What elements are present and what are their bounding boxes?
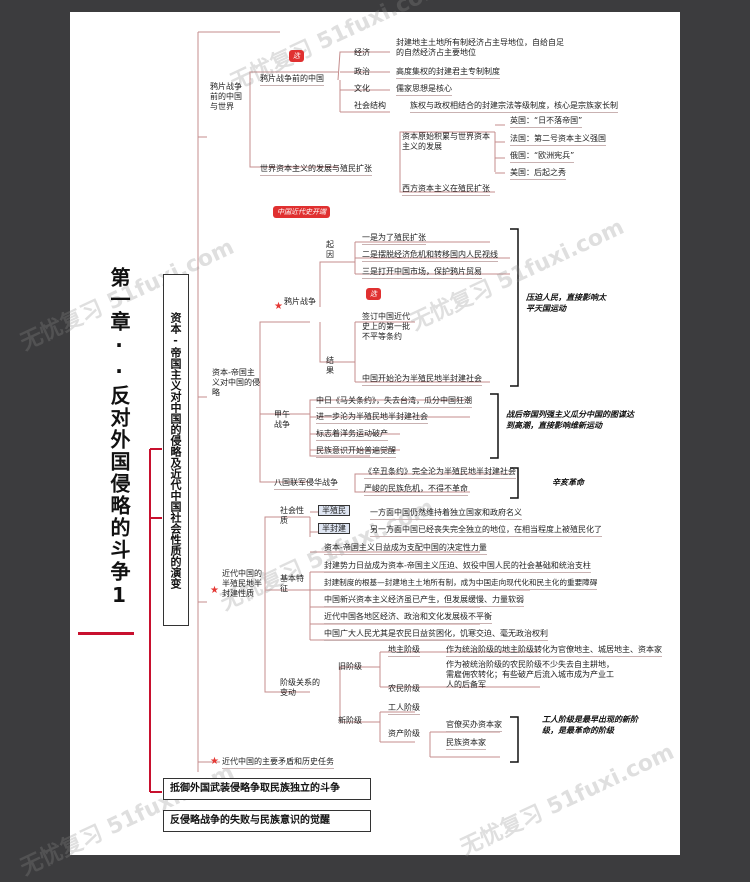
- connector-lines: [149, 31, 540, 793]
- b3-landlord: 地主阶级: [388, 645, 420, 657]
- tag-select: 选: [366, 288, 381, 300]
- note-taiping: 压迫人民，直接影响太平天国运动: [526, 293, 606, 313]
- b2-cause: 起因: [326, 240, 334, 259]
- b2-s4: 民族意识开始普遍觉醒: [316, 446, 396, 458]
- b3-semifeu: 半封建: [318, 523, 350, 534]
- b3-bourg: 资产阶级: [388, 729, 420, 738]
- note-reform: 战后帝国列强主义瓜分中国的图谋达到高潮，直接影响维新运动: [506, 410, 634, 430]
- branch1-label: 鸦片战争前的中国与世界: [210, 82, 242, 111]
- b1-politics-txt: 高度集权的封建君主专制制度: [396, 67, 500, 79]
- mindmap-page: 无忧复习 51fuxi.com 无忧复习 51fuxi.com 无忧复习 51f…: [17, 0, 680, 881]
- b3-semicol-txt: 一方面中国仍然维持着独立国家和政府名义: [370, 508, 522, 520]
- b1-sub2: 世界资本主义的发展与殖民扩张: [260, 164, 372, 176]
- b3-semicol: 半殖民: [318, 505, 350, 516]
- section-box-3: 反侵略战争的失败与民族意识的觉醒: [163, 810, 371, 832]
- b3-farmer: 农民阶级: [388, 684, 420, 693]
- b3-f6: 中国广大人民尤其是农民日益贫困化，饥寒交迫、毫无政治权利: [324, 629, 548, 641]
- b3-landlord-txt: 作为统治阶级的地主阶级转化为官僚地主、城居地主、资本家: [446, 645, 662, 657]
- b2-s3: 标志着洋务运动破产: [316, 429, 388, 441]
- b2-sino: 甲午战争: [274, 410, 290, 429]
- star-icon: ★: [274, 301, 283, 312]
- b2-s2: 进一步沦为半殖民地半封建社会: [316, 412, 428, 424]
- b1-west: 西方资本主义在殖民扩张: [402, 184, 490, 196]
- b2-c3: 三是打开中国市场，保护鸦片贸易: [362, 267, 482, 279]
- section-box-main: 资本-帝国主义对中国的侵略及近代中国社会性质的演变: [163, 274, 189, 626]
- b3-semifeu-txt: 另一方面中国已经丧失完全独立的地位，在相当程度上被殖民化了: [370, 525, 602, 537]
- tag-modern-history-start: 中国近代史开端: [273, 206, 330, 218]
- star-icon: ★: [210, 585, 219, 596]
- b1-sub1: 鸦片战争前的中国: [260, 74, 324, 86]
- b2-opium: 鸦片战争: [284, 297, 316, 306]
- b2-c1: 一是为了殖民扩张: [362, 233, 426, 245]
- b1-uk: 英国：“日不落帝国”: [510, 116, 583, 128]
- b3-basic: 基本特征: [280, 574, 304, 593]
- b3-f4: 中国新兴资本主义经济虽已产生，但发展缓慢、力量软弱: [324, 595, 524, 607]
- b3-f2: 封建势力日益成为资本-帝国主义压迫、奴役中国人民的社会基础和统治支柱: [324, 561, 591, 573]
- b2-c2: 二是摆脱经济危机和转移国内人民视线: [362, 250, 498, 262]
- b3-new: 新阶级: [338, 716, 362, 725]
- b3-worker: 工人阶级: [388, 703, 420, 715]
- branch2-label: 资本-帝国主义对中国的侵略: [212, 368, 260, 397]
- b3-f5: 近代中国各地区经济、政治和文化发展极不平衡: [324, 612, 492, 624]
- b2-s1: 中日《马关条约》，失去台湾，瓜分中国狂潮: [316, 396, 472, 408]
- b3-national: 民族资本家: [446, 738, 486, 750]
- b3-nature: 社会性质: [280, 506, 304, 525]
- b1-social: 社会结构: [354, 101, 386, 110]
- b3-class: 阶级关系的变动: [280, 678, 320, 697]
- b1-ru: 俄国：“欧洲宪兵”: [510, 151, 575, 163]
- b1-us: 美国：后起之秀: [510, 168, 566, 180]
- note-workers: 工人阶级是最早出现的新阶级，是最革命的阶级: [542, 715, 638, 735]
- b3-semicol-label: 半殖民: [318, 505, 350, 516]
- b1-culture-txt: 儒家思想是核心: [396, 84, 452, 96]
- b2-bx1: 《辛丑条约》完全沦为半殖民地半封建社会: [364, 467, 516, 479]
- title-underline: [78, 632, 134, 635]
- b2-bx2: 严峻的民族危机，不得不革命: [364, 484, 468, 496]
- section-box-2: 抵御外国武装侵略争取民族独立的斗争: [163, 778, 371, 800]
- b2-result: 结果: [326, 356, 334, 375]
- branch3-label: 近代中国的半殖民地半封建性质: [222, 569, 262, 598]
- b3-farmer-txt: 作为被统治阶级的农民阶级不少失去自主耕地，需雇佣农转化；有些破产后流入城市成为产…: [446, 660, 614, 689]
- branch4-label: 近代中国的主要矛盾和历史任务: [222, 757, 334, 769]
- b3-bureau: 官僚买办资本家: [446, 720, 502, 732]
- b3-f1: 资本-帝国主义日益成为支配中国的决定性力量: [324, 543, 487, 555]
- b1-social-txt: 族权与政权相结合的封建宗法等级制度，核心是宗族家长制: [410, 101, 618, 113]
- b2-boxer: 八国联军侵华战争: [274, 478, 338, 490]
- b2-r2: 中国开始沦为半殖民地半封建社会: [362, 374, 482, 386]
- chapter-title: 第一章··反对外国侵略的斗争1: [107, 267, 131, 609]
- b3-f3: 封建制度的根基—封建地主土地所有制，成为中国走向现代化和民主化的重要障碍: [324, 578, 598, 590]
- b3-semifeu-label: 半封建: [318, 523, 350, 534]
- b2-r1: 签订中国近代史上的第一批不平等条约: [362, 312, 410, 341]
- star-icon: ★: [210, 756, 219, 767]
- tag-select: 选: [289, 50, 304, 62]
- b1-politics: 政治: [354, 67, 370, 76]
- note-xinhai: 辛亥革命: [552, 478, 584, 487]
- b3-old: 旧阶级: [338, 662, 362, 671]
- b1-cap: 资本原始积累与世界资本主义的发展: [402, 132, 490, 151]
- b1-econ: 经济: [354, 48, 370, 57]
- b1-fr: 法国：第二号资本主义强国: [510, 134, 606, 146]
- b1-culture: 文化: [354, 84, 370, 93]
- b1-econ-txt: 封建地主土地所有制经济占主导地位，自给自足的自然经济占主要地位: [396, 38, 564, 57]
